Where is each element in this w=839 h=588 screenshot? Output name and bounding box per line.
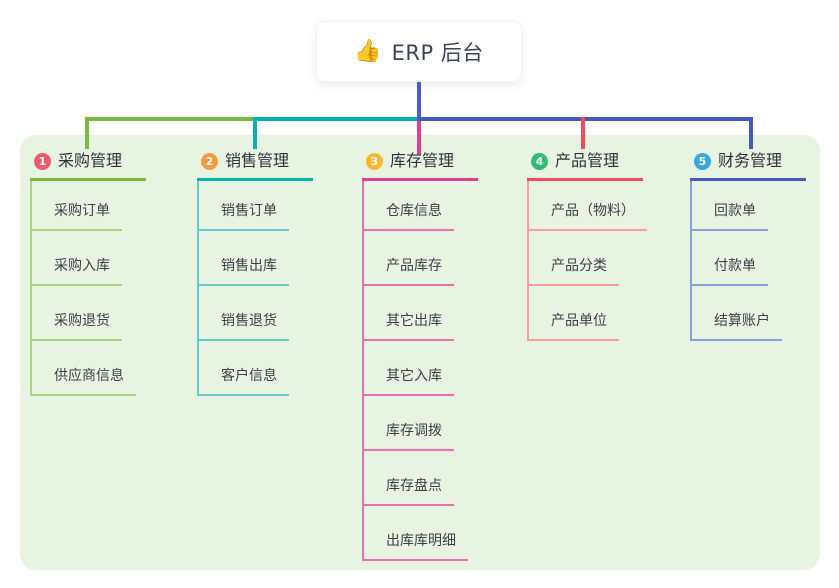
branch-header-inventory[interactable]: 3 库存管理	[362, 148, 479, 181]
branch-number-badge: 3	[366, 152, 383, 170]
child-node[interactable]: 仓库信息	[364, 181, 454, 231]
branch-label: 采购管理	[58, 151, 123, 170]
branch-children: 产品（物料） 产品分类 产品单位	[527, 181, 647, 341]
branch-label: 库存管理	[390, 151, 455, 170]
branch-number-badge: 4	[531, 152, 548, 170]
child-node[interactable]: 回款单	[692, 181, 768, 231]
branch-number-badge: 5	[694, 152, 711, 170]
drop-line-inventory	[417, 121, 421, 155]
bus-segment-sales	[253, 117, 417, 121]
branch-label: 销售管理	[225, 151, 290, 170]
branch-header-finance[interactable]: 5 财务管理	[690, 148, 807, 181]
branch-number-badge: 2	[201, 152, 218, 170]
child-node[interactable]: 产品单位	[529, 286, 619, 341]
bus-segment-finance	[417, 117, 753, 121]
branch-children: 仓库信息 产品库存 其它出库 其它入库 库存调拨 库存盘点 出库库明细	[362, 181, 468, 561]
branch-number-badge: 1	[34, 152, 51, 170]
child-node[interactable]: 产品（物料）	[529, 181, 647, 231]
child-node[interactable]: 其它入库	[364, 341, 454, 396]
child-node[interactable]: 其它出库	[364, 286, 454, 341]
root-title: ERP 后台	[391, 40, 484, 65]
branch-header-product[interactable]: 4 产品管理	[527, 148, 644, 181]
drop-line-sales	[253, 117, 257, 149]
branch-children: 销售订单 销售出库 销售退货 客户信息	[197, 181, 289, 396]
child-node[interactable]: 销售退货	[199, 286, 289, 341]
child-node[interactable]: 产品分类	[529, 231, 619, 286]
child-node[interactable]: 采购订单	[32, 181, 122, 231]
drop-line-product	[581, 117, 585, 149]
child-node[interactable]: 结算账户	[692, 286, 782, 341]
child-node[interactable]: 采购退货	[32, 286, 122, 341]
branch-inventory: 3 库存管理 仓库信息 产品库存 其它出库 其它入库 库存调拨 库存盘点 出库库…	[362, 148, 479, 561]
child-node[interactable]: 销售出库	[199, 231, 289, 286]
root-node[interactable]: 👍 ERP 后台	[316, 21, 522, 82]
branches-panel	[20, 135, 820, 570]
child-node[interactable]: 销售订单	[199, 181, 289, 231]
branch-sales: 2 销售管理 销售订单 销售出库 销售退货 客户信息	[197, 148, 314, 396]
child-node[interactable]: 库存调拨	[364, 396, 454, 451]
branch-product: 4 产品管理 产品（物料） 产品分类 产品单位	[527, 148, 647, 341]
child-node[interactable]: 出库库明细	[364, 506, 468, 561]
branch-label: 财务管理	[718, 151, 783, 170]
root-stem-line	[417, 82, 421, 121]
child-node[interactable]: 付款单	[692, 231, 768, 286]
branch-label: 产品管理	[555, 151, 620, 170]
drop-line-finance	[749, 117, 753, 149]
branch-header-sales[interactable]: 2 销售管理	[197, 148, 314, 181]
child-node[interactable]: 产品库存	[364, 231, 454, 286]
drop-line-purchase	[85, 117, 89, 149]
bus-segment-purchase	[85, 117, 253, 121]
branch-finance: 5 财务管理 回款单 付款单 结算账户	[690, 148, 807, 341]
thumbs-up-icon: 👍	[354, 38, 382, 64]
branch-children: 回款单 付款单 结算账户	[690, 181, 782, 341]
child-node[interactable]: 客户信息	[199, 341, 289, 396]
child-node[interactable]: 库存盘点	[364, 451, 454, 506]
child-node[interactable]: 采购入库	[32, 231, 122, 286]
branch-header-purchase[interactable]: 1 采购管理	[30, 148, 147, 181]
branch-children: 采购订单 采购入库 采购退货 供应商信息	[30, 181, 136, 396]
child-node[interactable]: 供应商信息	[32, 341, 136, 396]
branch-purchase: 1 采购管理 采购订单 采购入库 采购退货 供应商信息	[30, 148, 147, 396]
